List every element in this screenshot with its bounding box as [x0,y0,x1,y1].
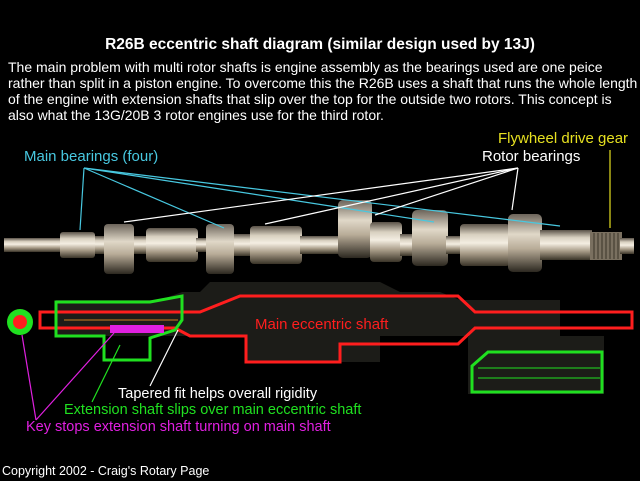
shaft-cross-section [7,282,634,394]
shaft-end-circle [13,315,27,329]
label-rotor-bearings: Rotor bearings [482,148,581,165]
page-title: R26B eccentric shaft diagram (similar de… [105,36,535,53]
flywheel-inset-body [468,336,604,394]
label-key-stops: Key stops extension shaft turning on mai… [26,419,331,435]
eccentric-shaft-photo [4,200,634,274]
label-tapered-fit: Tapered fit helps overall rigidity [118,386,318,402]
key-block [110,325,164,333]
label-main-bearings: Main bearings (four) [24,148,159,165]
main-eccentric-shaft-outline [38,294,634,364]
intro-paragraph: The main problem with multi rotor shafts… [8,59,638,123]
label-flywheel-gear: Flywheel drive gear [498,130,629,147]
rotor-bearings-pointers [123,167,519,225]
label-extension-shaft: Extension shaft slips over main eccentri… [64,402,362,418]
flywheel-inset-outline [470,350,604,394]
key-pointers [21,332,115,421]
label-main-eccentric-shaft: Main eccentric shaft [255,316,389,333]
extension-shaft-outline [54,294,184,362]
main-bearings-pointers [79,167,561,231]
extension-pointer [91,344,121,403]
copyright-text: Copyright 2002 - Craig's Rotary Page [2,464,210,478]
tapered-fit-pointer [149,329,179,387]
